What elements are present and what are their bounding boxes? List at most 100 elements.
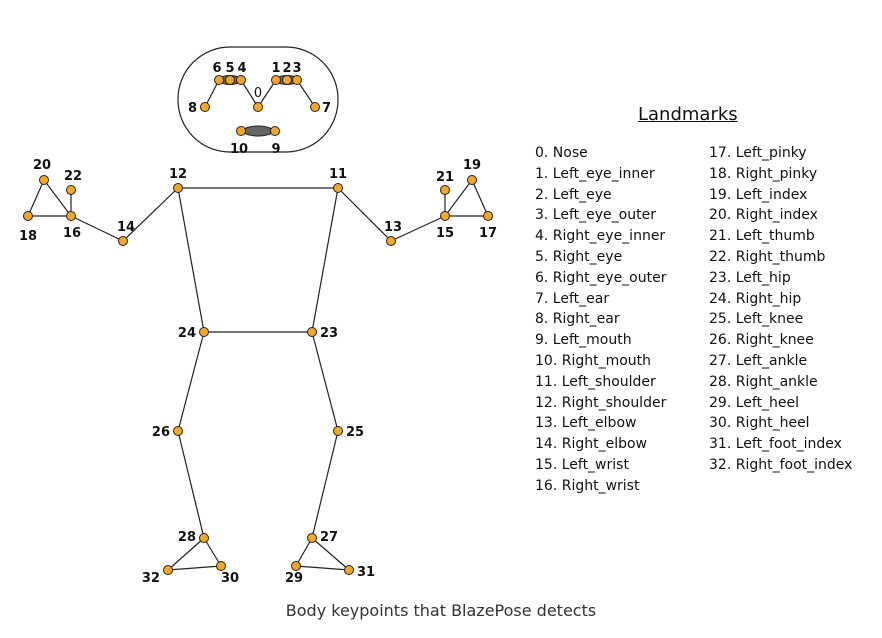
skeleton-edge [311, 187, 339, 333]
keypoint-22 [66, 185, 76, 195]
skeleton-edge [43, 179, 72, 217]
keypoint-label-15: 15 [436, 226, 454, 241]
keypoint-label-13: 13 [384, 220, 402, 235]
skeleton-edge [296, 79, 316, 108]
figure-caption: Body keypoints that BlazePose detects [285, 601, 597, 620]
skeleton-edge [204, 79, 220, 108]
skeleton-edge [295, 537, 313, 567]
keypoint-label-7: 7 [322, 101, 331, 116]
keypoint-label-6: 6 [212, 61, 221, 76]
skeleton-edge [27, 179, 45, 217]
keypoint-11 [333, 183, 343, 193]
landmark-item: 27. Left_ankle [709, 352, 808, 369]
landmark-item: 17. Left_pinky [709, 145, 807, 161]
skeleton-edge [390, 215, 446, 242]
keypoint-label-10: 10 [230, 142, 248, 157]
keypoint-31 [344, 565, 354, 575]
head-outline [177, 46, 339, 153]
keypoint-15 [440, 211, 450, 221]
landmark-item: 16. Right_wrist [535, 477, 640, 494]
keypoint-label-5: 5 [225, 61, 234, 76]
landmark-item: 7. Left_ear [535, 290, 610, 307]
landmark-item: 5. Right_eye [535, 248, 623, 265]
landmark-item: 32. Right_foot_index [709, 456, 853, 473]
keypoint-2 [282, 75, 292, 85]
skeleton-edge [70, 215, 124, 242]
skeleton-edge [177, 331, 205, 432]
keypoint-0 [253, 102, 263, 112]
keypoint-label-9: 9 [271, 142, 280, 157]
landmark-item: 23. Left_hip [709, 269, 791, 286]
keypoint-17 [483, 211, 493, 221]
skeleton-edge [167, 565, 222, 571]
keypoint-label-11: 11 [329, 167, 347, 182]
landmark-item: 3. Left_eye_outer [535, 207, 656, 224]
landmark-item: 6. Right_eye_outer [535, 269, 667, 286]
keypoint-30 [216, 561, 226, 571]
landmark-item: 29. Left_heel [709, 394, 800, 411]
keypoint-label-0: 0 [254, 86, 262, 101]
keypoint-3 [292, 75, 302, 85]
keypoint-label-28: 28 [178, 530, 196, 545]
landmark-item: 21. Left_thumb [709, 228, 815, 245]
landmark-item: 1. Left_eye_inner [535, 165, 655, 182]
keypoint-label-1: 1 [271, 61, 280, 76]
skeleton-edge [444, 179, 473, 217]
keypoint-32 [163, 565, 173, 575]
skeleton-edge [295, 565, 350, 571]
keypoint-label-21: 21 [436, 170, 454, 185]
keypoint-29 [291, 561, 301, 571]
skeleton-edge [122, 187, 179, 242]
landmark-item: 22. Right_thumb [709, 248, 826, 265]
keypoint-label-2: 2 [282, 61, 291, 76]
keypoint-7 [310, 102, 320, 112]
landmark-item: 25. Left_knee [709, 311, 804, 328]
keypoint-21 [440, 185, 450, 195]
keypoint-20 [39, 175, 49, 185]
keypoint-label-22: 22 [64, 169, 82, 184]
landmark-item: 12. Right_shoulder [535, 394, 667, 411]
keypoint-8 [200, 102, 210, 112]
skeleton-edge [257, 79, 277, 108]
keypoint-label-8: 8 [188, 101, 197, 116]
skeleton-edge [177, 187, 205, 333]
landmark-item: 19. Left_index [709, 186, 808, 203]
landmark-item: 2. Left_eye [535, 186, 612, 203]
skeleton-edge [203, 537, 222, 567]
landmark-item: 31. Left_foot_index [709, 436, 842, 453]
keypoint-label-30: 30 [221, 571, 239, 586]
skeleton-edge [337, 187, 392, 242]
keypoint-6 [214, 75, 224, 85]
skeleton-edge [311, 537, 350, 571]
keypoint-label-25: 25 [346, 425, 364, 440]
keypoint-label-27: 27 [320, 530, 338, 545]
keypoint-label-26: 26 [152, 425, 170, 440]
landmark-item: 26. Right_knee [709, 332, 814, 349]
keypoint-label-29: 29 [285, 571, 303, 586]
keypoint-5 [225, 75, 235, 85]
keypoint-label-32: 32 [142, 571, 160, 586]
landmark-item: 30. Right_heel [709, 415, 810, 432]
keypoint-28 [199, 533, 209, 543]
mouth-shape [242, 125, 274, 137]
keypoint-27 [307, 533, 317, 543]
landmark-item: 13. Left_elbow [535, 415, 637, 432]
landmark-item: 14. Right_elbow [535, 436, 647, 453]
keypoint-label-20: 20 [33, 158, 51, 173]
skeleton-edge [240, 79, 259, 108]
keypoint-label-19: 19 [463, 158, 481, 173]
landmark-item: 10. Right_mouth [535, 352, 652, 369]
landmark-item: 28. Right_ankle [709, 373, 818, 390]
landmark-item: 15. Left_wrist [535, 456, 629, 473]
landmark-item: 11. Left_shoulder [535, 373, 656, 390]
skeleton-edge [311, 430, 339, 539]
keypoint-label-3: 3 [292, 61, 301, 76]
landmark-item: 9. Left_mouth [535, 332, 632, 349]
landmark-item: 4. Right_eye_inner [535, 228, 666, 245]
landmarks-title: Landmarks [638, 104, 738, 125]
keypoint-1 [271, 75, 281, 85]
keypoint-label-12: 12 [169, 167, 187, 182]
